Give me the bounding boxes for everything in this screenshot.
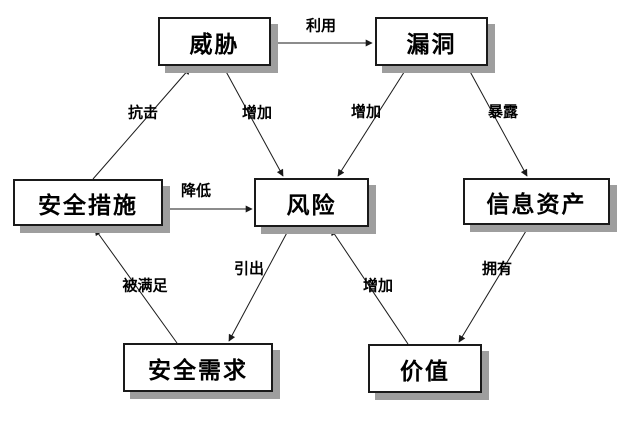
edge-assets-own-value: [458, 225, 530, 343]
edge-value-increases-risk: [330, 228, 409, 345]
edge-label-threat-increase: 增加: [241, 103, 273, 122]
edge-requirements-satisfied-by-measures: [94, 228, 178, 344]
node-information-assets: 信息资产: [463, 178, 610, 225]
edge-label-reduce: 降低: [180, 181, 212, 200]
node-security-measures: 安全措施: [13, 179, 163, 226]
edge-measures-resist-threat: [92, 67, 191, 180]
edge-label-exploit: 利用: [305, 16, 337, 35]
edge-label-vulnerability-increase: 增加: [350, 102, 382, 121]
node-risk: 风险: [254, 178, 369, 227]
edge-label-own: 拥有: [481, 259, 513, 278]
node-vulnerability: 漏洞: [375, 17, 488, 66]
node-threat: 威胁: [158, 17, 271, 66]
edge-label-be-satisfied: 被满足: [122, 276, 168, 295]
node-security-requirements: 安全需求: [123, 343, 273, 392]
edge-label-derive: 引出: [233, 259, 265, 278]
node-value: 价值: [368, 344, 482, 393]
edge-vulnerability-exposes-assets: [466, 65, 528, 177]
edge-label-resist: 抗击: [127, 103, 159, 122]
edge-risk-derives-requirements: [228, 226, 291, 342]
edge-vulnerability-increases-risk: [337, 65, 409, 177]
edge-threat-increases-risk: [222, 65, 284, 177]
edge-label-value-increase: 增加: [362, 276, 394, 295]
edge-label-expose: 暴露: [487, 102, 519, 121]
